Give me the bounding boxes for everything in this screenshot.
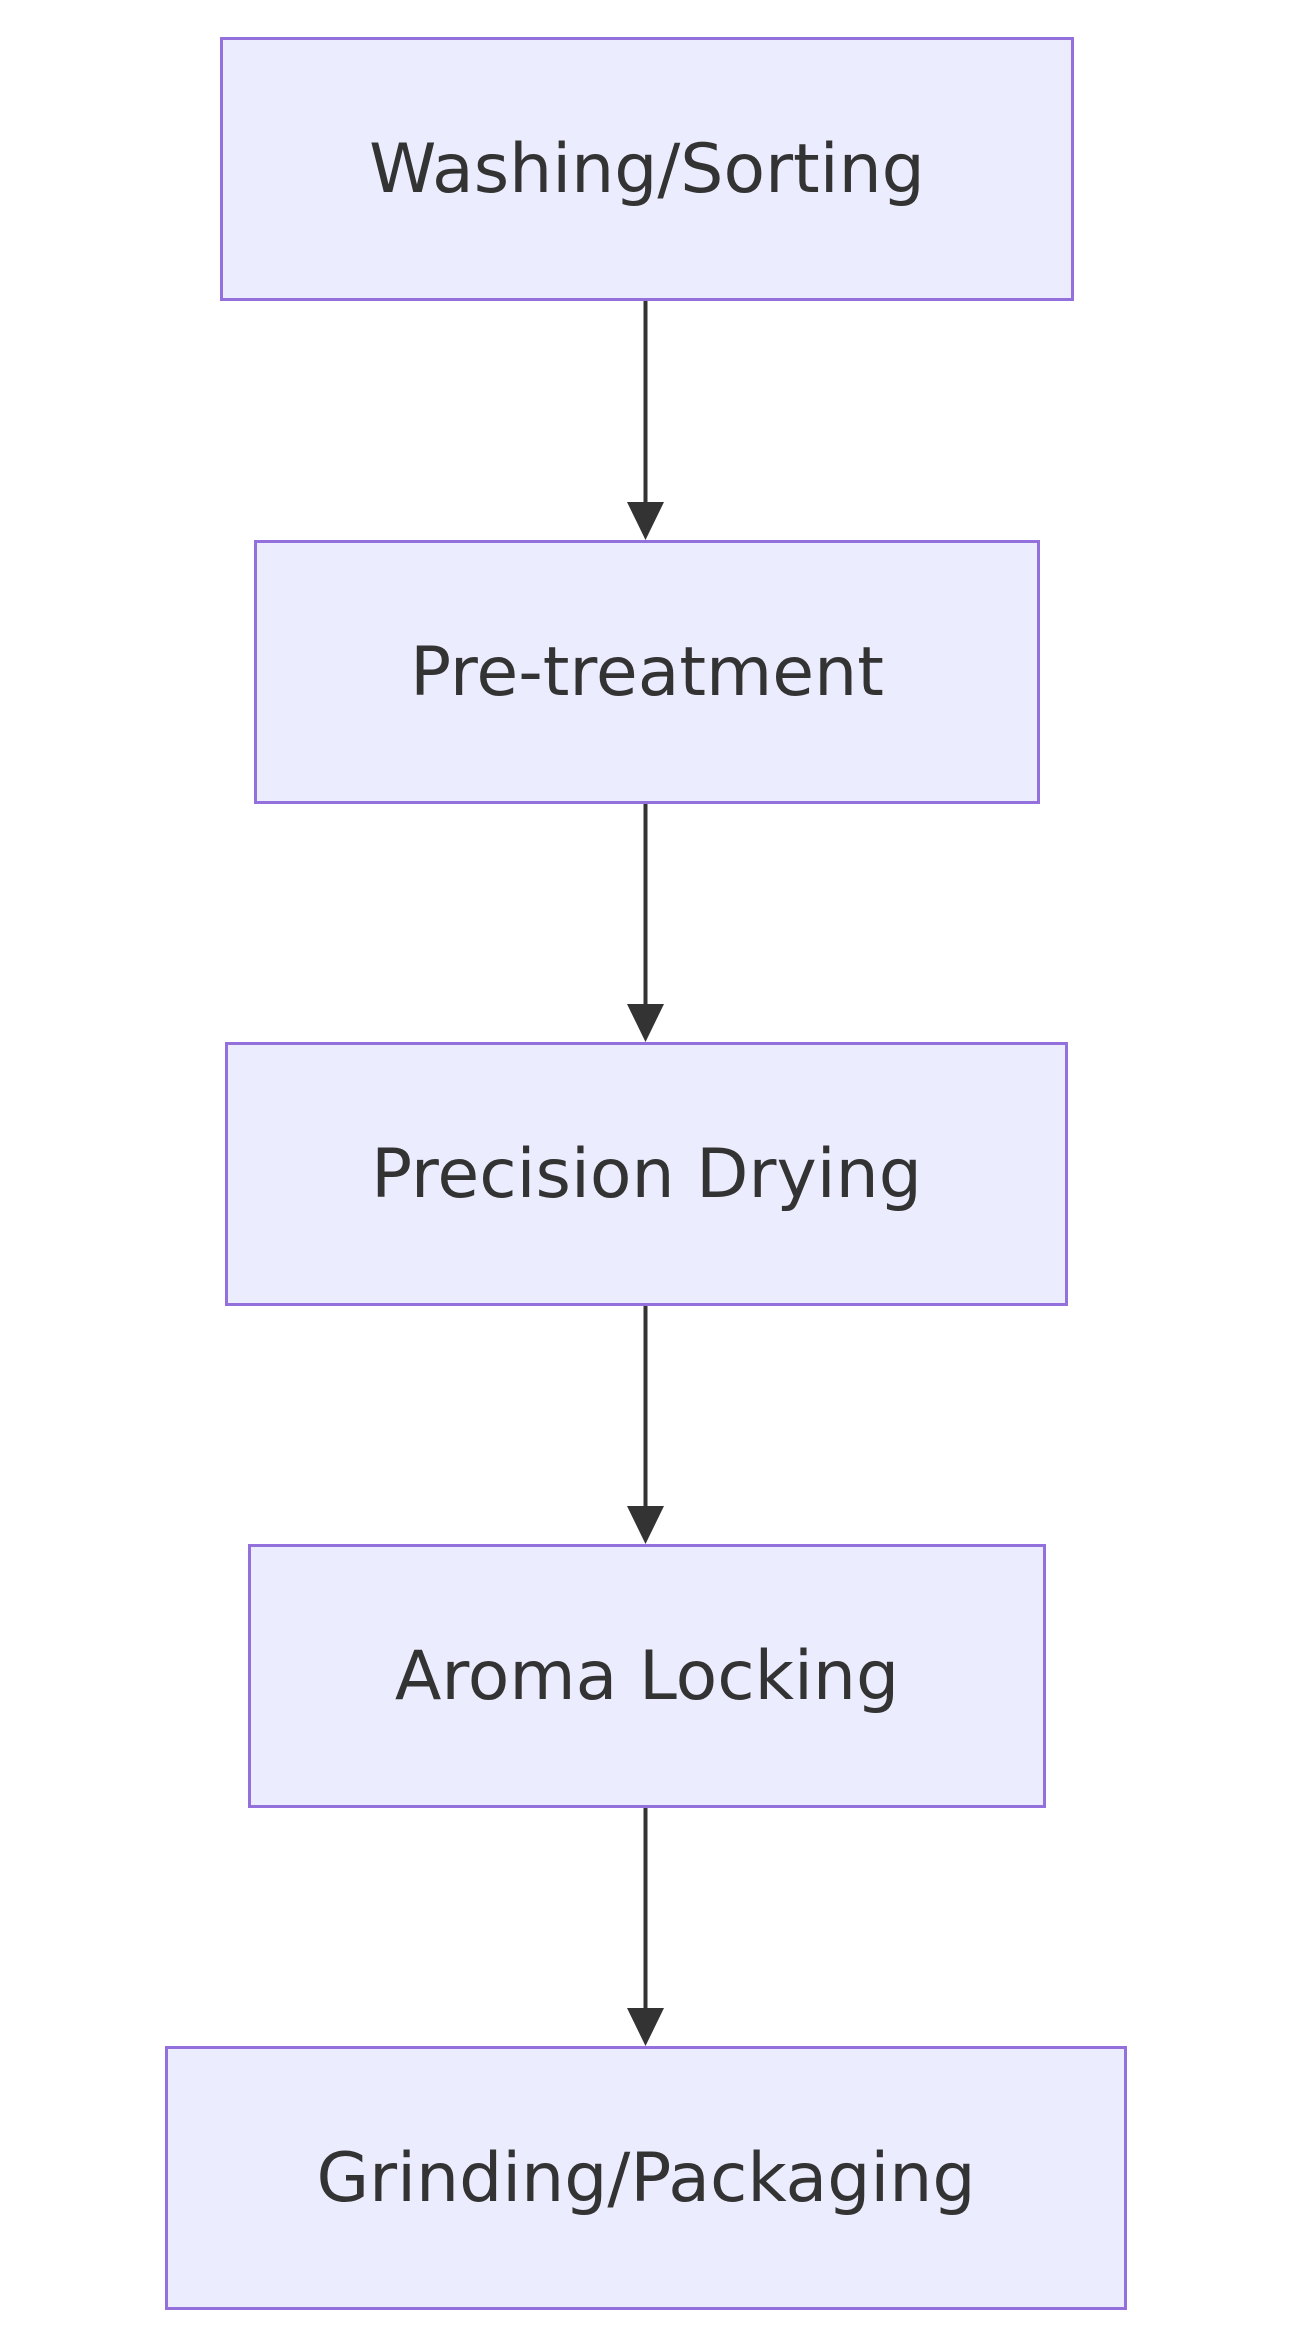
node-pre-treatment: Pre-treatment (254, 540, 1040, 804)
node-label: Pre-treatment (410, 632, 884, 712)
node-label: Precision Drying (371, 1134, 922, 1214)
edge-aroma-to-grinding (627, 1808, 664, 2046)
arrowhead-icon (627, 1004, 664, 1042)
edge-washing-to-pretreatment (627, 301, 664, 540)
node-label: Washing/Sorting (369, 129, 925, 209)
edge-pretreatment-to-drying (627, 804, 664, 1042)
node-grinding-packaging: Grinding/Packaging (165, 2046, 1127, 2310)
edge-drying-to-aroma (627, 1306, 664, 1544)
arrowhead-icon (627, 2008, 664, 2046)
node-aroma-locking: Aroma Locking (248, 1544, 1046, 1808)
node-label: Aroma Locking (394, 1636, 900, 1716)
arrowhead-icon (627, 502, 664, 540)
node-washing-sorting: Washing/Sorting (220, 37, 1074, 301)
arrowhead-icon (627, 1506, 664, 1544)
node-label: Grinding/Packaging (316, 2138, 976, 2218)
node-precision-drying: Precision Drying (225, 1042, 1068, 1306)
